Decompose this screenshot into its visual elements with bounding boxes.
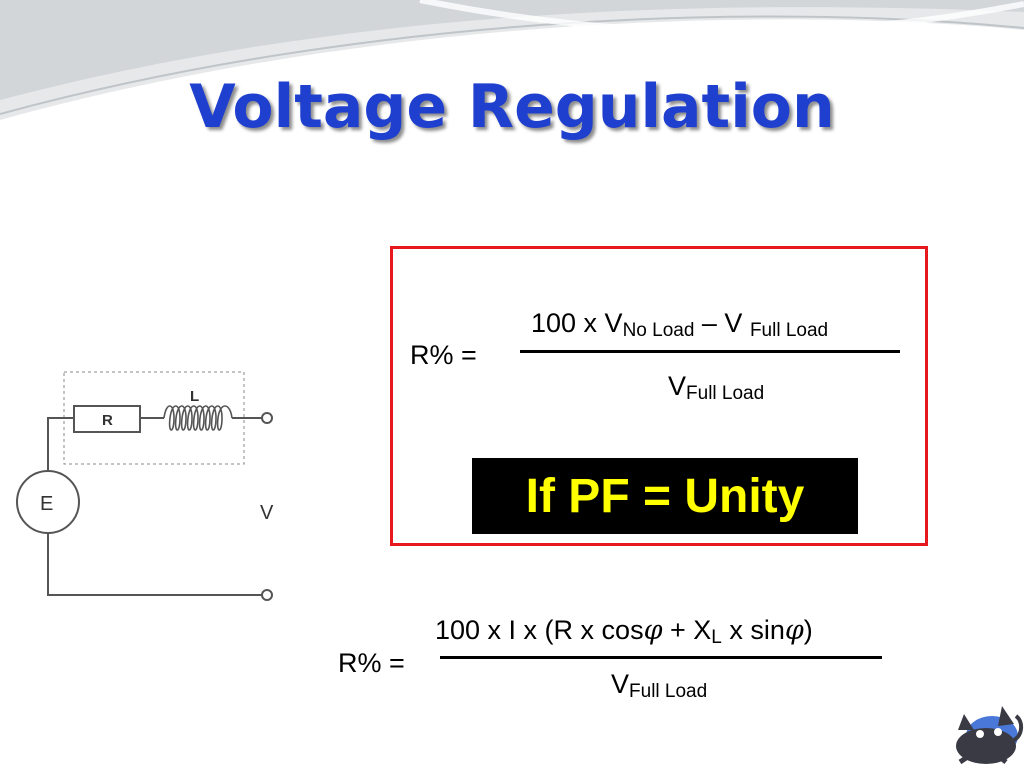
cat-mascot-icon xyxy=(956,706,1023,765)
formula2-num-prefix: 100 x I x (R x cos xyxy=(435,615,644,645)
formula1-num-sub2: Full Load xyxy=(749,320,829,341)
formula1-den-sub: Full Load xyxy=(686,383,765,404)
formula1-num-mid: – V xyxy=(694,308,750,338)
formula2-phi1: φ xyxy=(643,615,663,646)
formula2-den-main: V xyxy=(611,669,630,699)
circuit-diagram: R L E V xyxy=(0,356,304,640)
formula1-num-prefix: 100 x V xyxy=(531,308,623,338)
resistor-box xyxy=(73,405,141,433)
formula2-denominator: VFull Load xyxy=(611,669,708,702)
pf-unity-label: If PF = Unity xyxy=(472,458,858,534)
formula1-fraction-line xyxy=(520,350,900,353)
formula2-num-close: ) xyxy=(803,615,813,645)
output-terminal-top xyxy=(261,412,273,424)
inductor-label: L xyxy=(190,388,199,405)
formula2-lhs: R% = xyxy=(338,648,405,678)
inductor-coil xyxy=(163,405,233,431)
formula2-fraction-line xyxy=(440,656,882,659)
formula2-num-mid: + X xyxy=(662,615,712,645)
formula1-den-main: V xyxy=(668,371,687,401)
formula1-lhs: R% = xyxy=(410,340,477,370)
formula2-num-sin: x sin xyxy=(721,615,785,645)
formula1-numerator: 100 x VNo Load – V Full Load xyxy=(531,308,829,341)
formula1-denominator: VFull Load xyxy=(668,371,765,404)
formula2-phi2: φ xyxy=(784,615,804,646)
output-terminal-bottom xyxy=(261,589,273,601)
bottom-wire xyxy=(47,533,262,596)
top-wire xyxy=(47,417,74,470)
header-swoosh xyxy=(0,0,1024,120)
formula2-num-sub: L xyxy=(711,627,722,648)
formula2-numerator: 100 x I x (R x cosφ + XL x sinφ) xyxy=(435,615,813,648)
formula1-num-sub1: No Load xyxy=(622,320,695,341)
resistor-label: R xyxy=(102,412,113,429)
source-label: E xyxy=(40,493,53,515)
page-title: Voltage Regulation xyxy=(189,72,835,142)
voltage-label: V xyxy=(260,502,274,524)
formula2-den-sub: Full Load xyxy=(629,681,708,702)
